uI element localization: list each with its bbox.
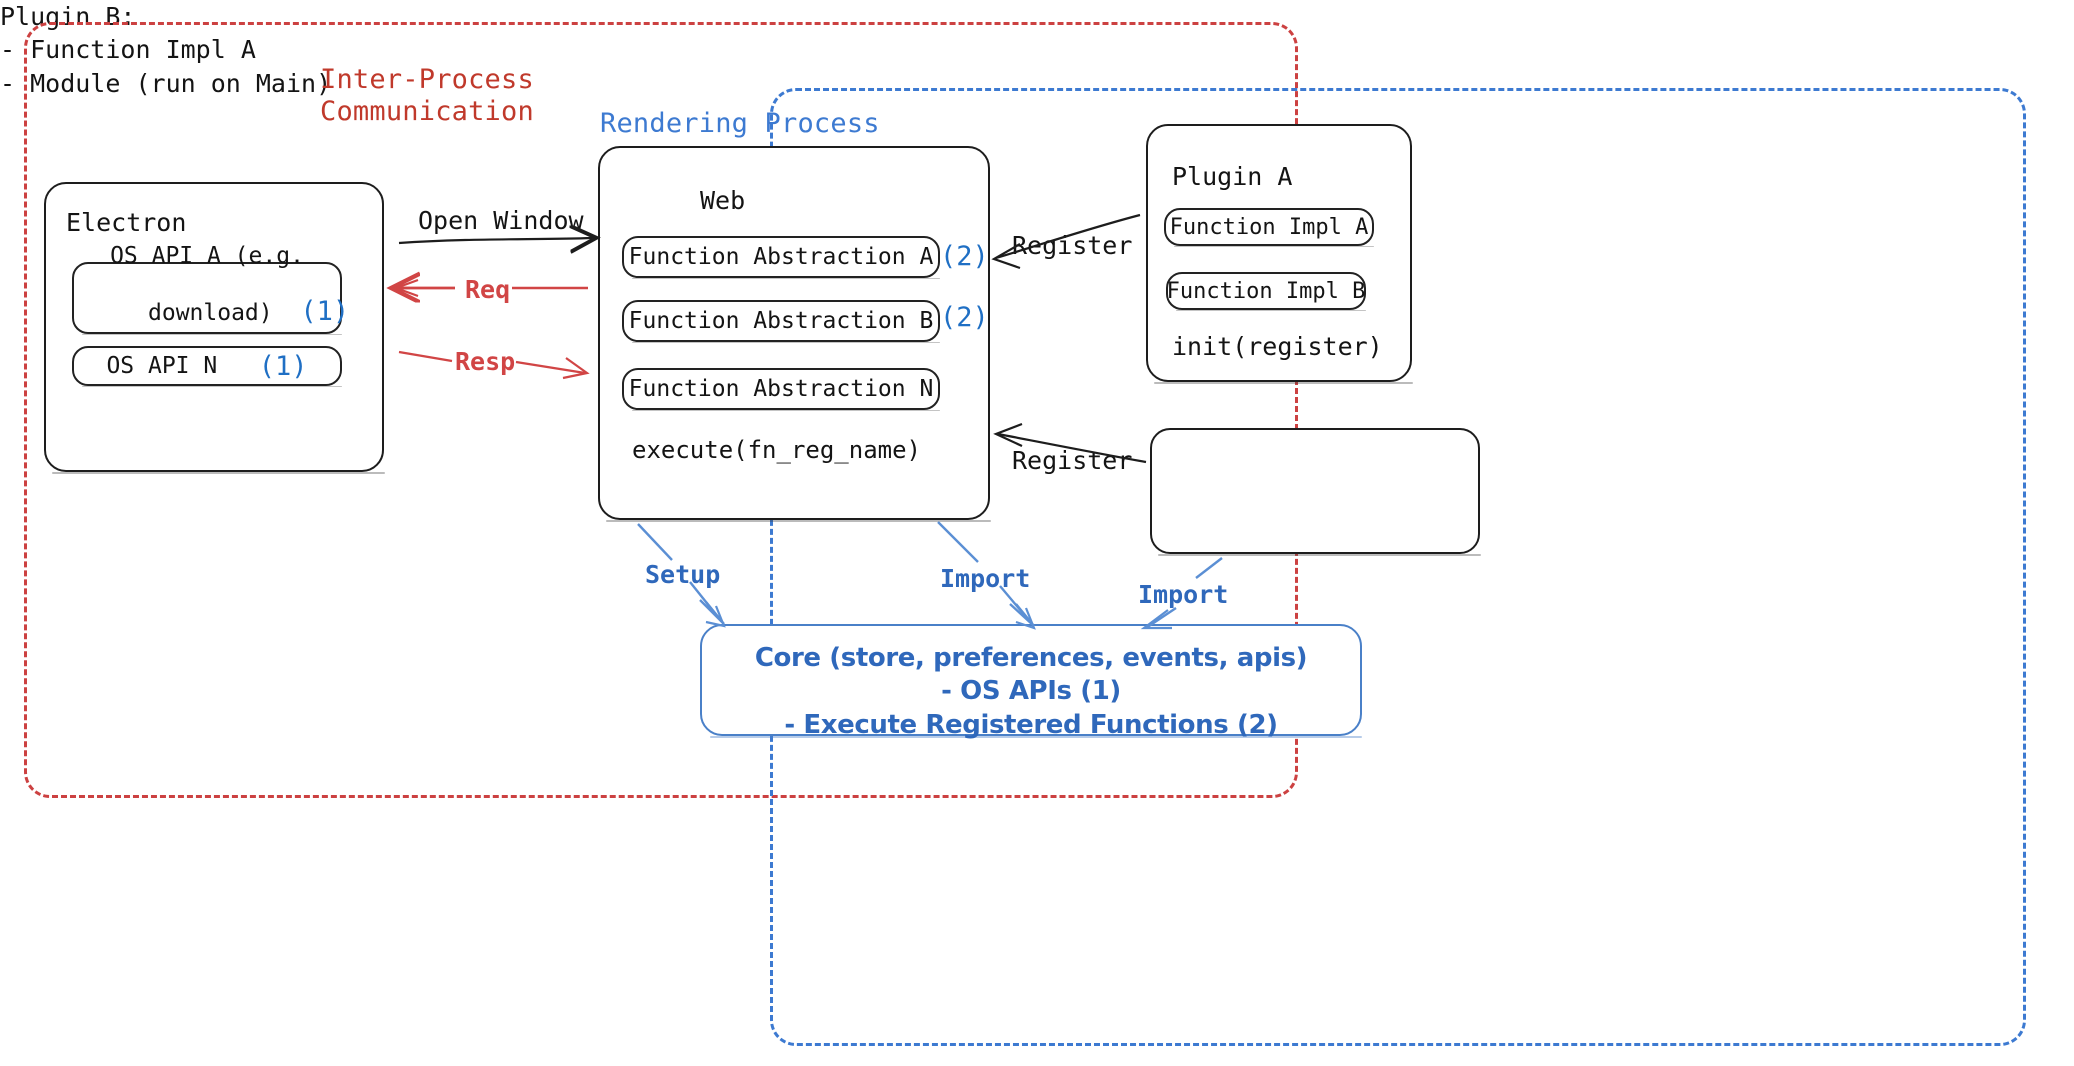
plugin-b-box[interactable] bbox=[1150, 428, 1481, 556]
plugin-a-init: init(register) bbox=[1172, 332, 1383, 361]
edge-label-req: Req bbox=[465, 275, 511, 304]
os-api-n-marker: (1) bbox=[258, 350, 308, 382]
edge-label-import-plugin-b: Import bbox=[1138, 580, 1229, 609]
core-text: Core (store, preferences, events, apis) … bbox=[754, 643, 1308, 740]
web-title: Web bbox=[700, 186, 746, 215]
plugin-a-function-impl-a[interactable]: Function Impl A bbox=[1164, 208, 1374, 247]
rendering-process-container bbox=[770, 88, 2026, 1046]
rendering-process-label: Rendering Process bbox=[600, 108, 880, 139]
function-abstraction-n[interactable]: Function Abstraction N bbox=[622, 368, 940, 411]
electron-title: Electron bbox=[66, 208, 187, 237]
plugin-a-title: Plugin A bbox=[1172, 162, 1293, 191]
ipc-container-label: Inter-Process Communication bbox=[320, 64, 534, 127]
os-api-a-line2: download) (1) bbox=[148, 295, 350, 327]
web-execute-method: execute(fn_reg_name) bbox=[632, 436, 921, 464]
function-abstraction-b-marker: (2) bbox=[940, 302, 989, 333]
os-api-a-line1: OS API A (e.g. bbox=[110, 242, 304, 269]
edge-label-register-plugin-b: Register bbox=[1012, 446, 1133, 475]
os-api-a-item[interactable]: OS API A (e.g. download) (1) bbox=[72, 243, 349, 335]
plugin-a-function-impl-b[interactable]: Function Impl B bbox=[1166, 272, 1366, 311]
os-api-a-marker: (1) bbox=[300, 295, 350, 327]
edge-label-setup: Setup bbox=[645, 560, 721, 589]
edge-label-open-window: Open Window bbox=[418, 206, 584, 235]
function-abstraction-a-marker: (2) bbox=[940, 241, 989, 272]
edge-label-resp: Resp bbox=[455, 347, 516, 376]
plugin-a-box[interactable] bbox=[1146, 124, 1413, 384]
os-api-n-label: OS API N bbox=[106, 353, 218, 379]
core-box[interactable] bbox=[700, 624, 1362, 738]
ipc-container bbox=[24, 22, 1298, 798]
os-api-n-item[interactable]: OS API N (1) bbox=[72, 346, 342, 387]
function-abstraction-b[interactable]: Function Abstraction B bbox=[622, 300, 940, 343]
function-abstraction-a[interactable]: Function Abstraction A bbox=[622, 236, 940, 279]
plugin-b-text: Plugin B: - Function Impl A - Module (ru… bbox=[0, 2, 332, 98]
edge-label-import-web: Import bbox=[940, 564, 1031, 593]
edge-label-register-plugin-a: Register bbox=[1012, 231, 1133, 260]
